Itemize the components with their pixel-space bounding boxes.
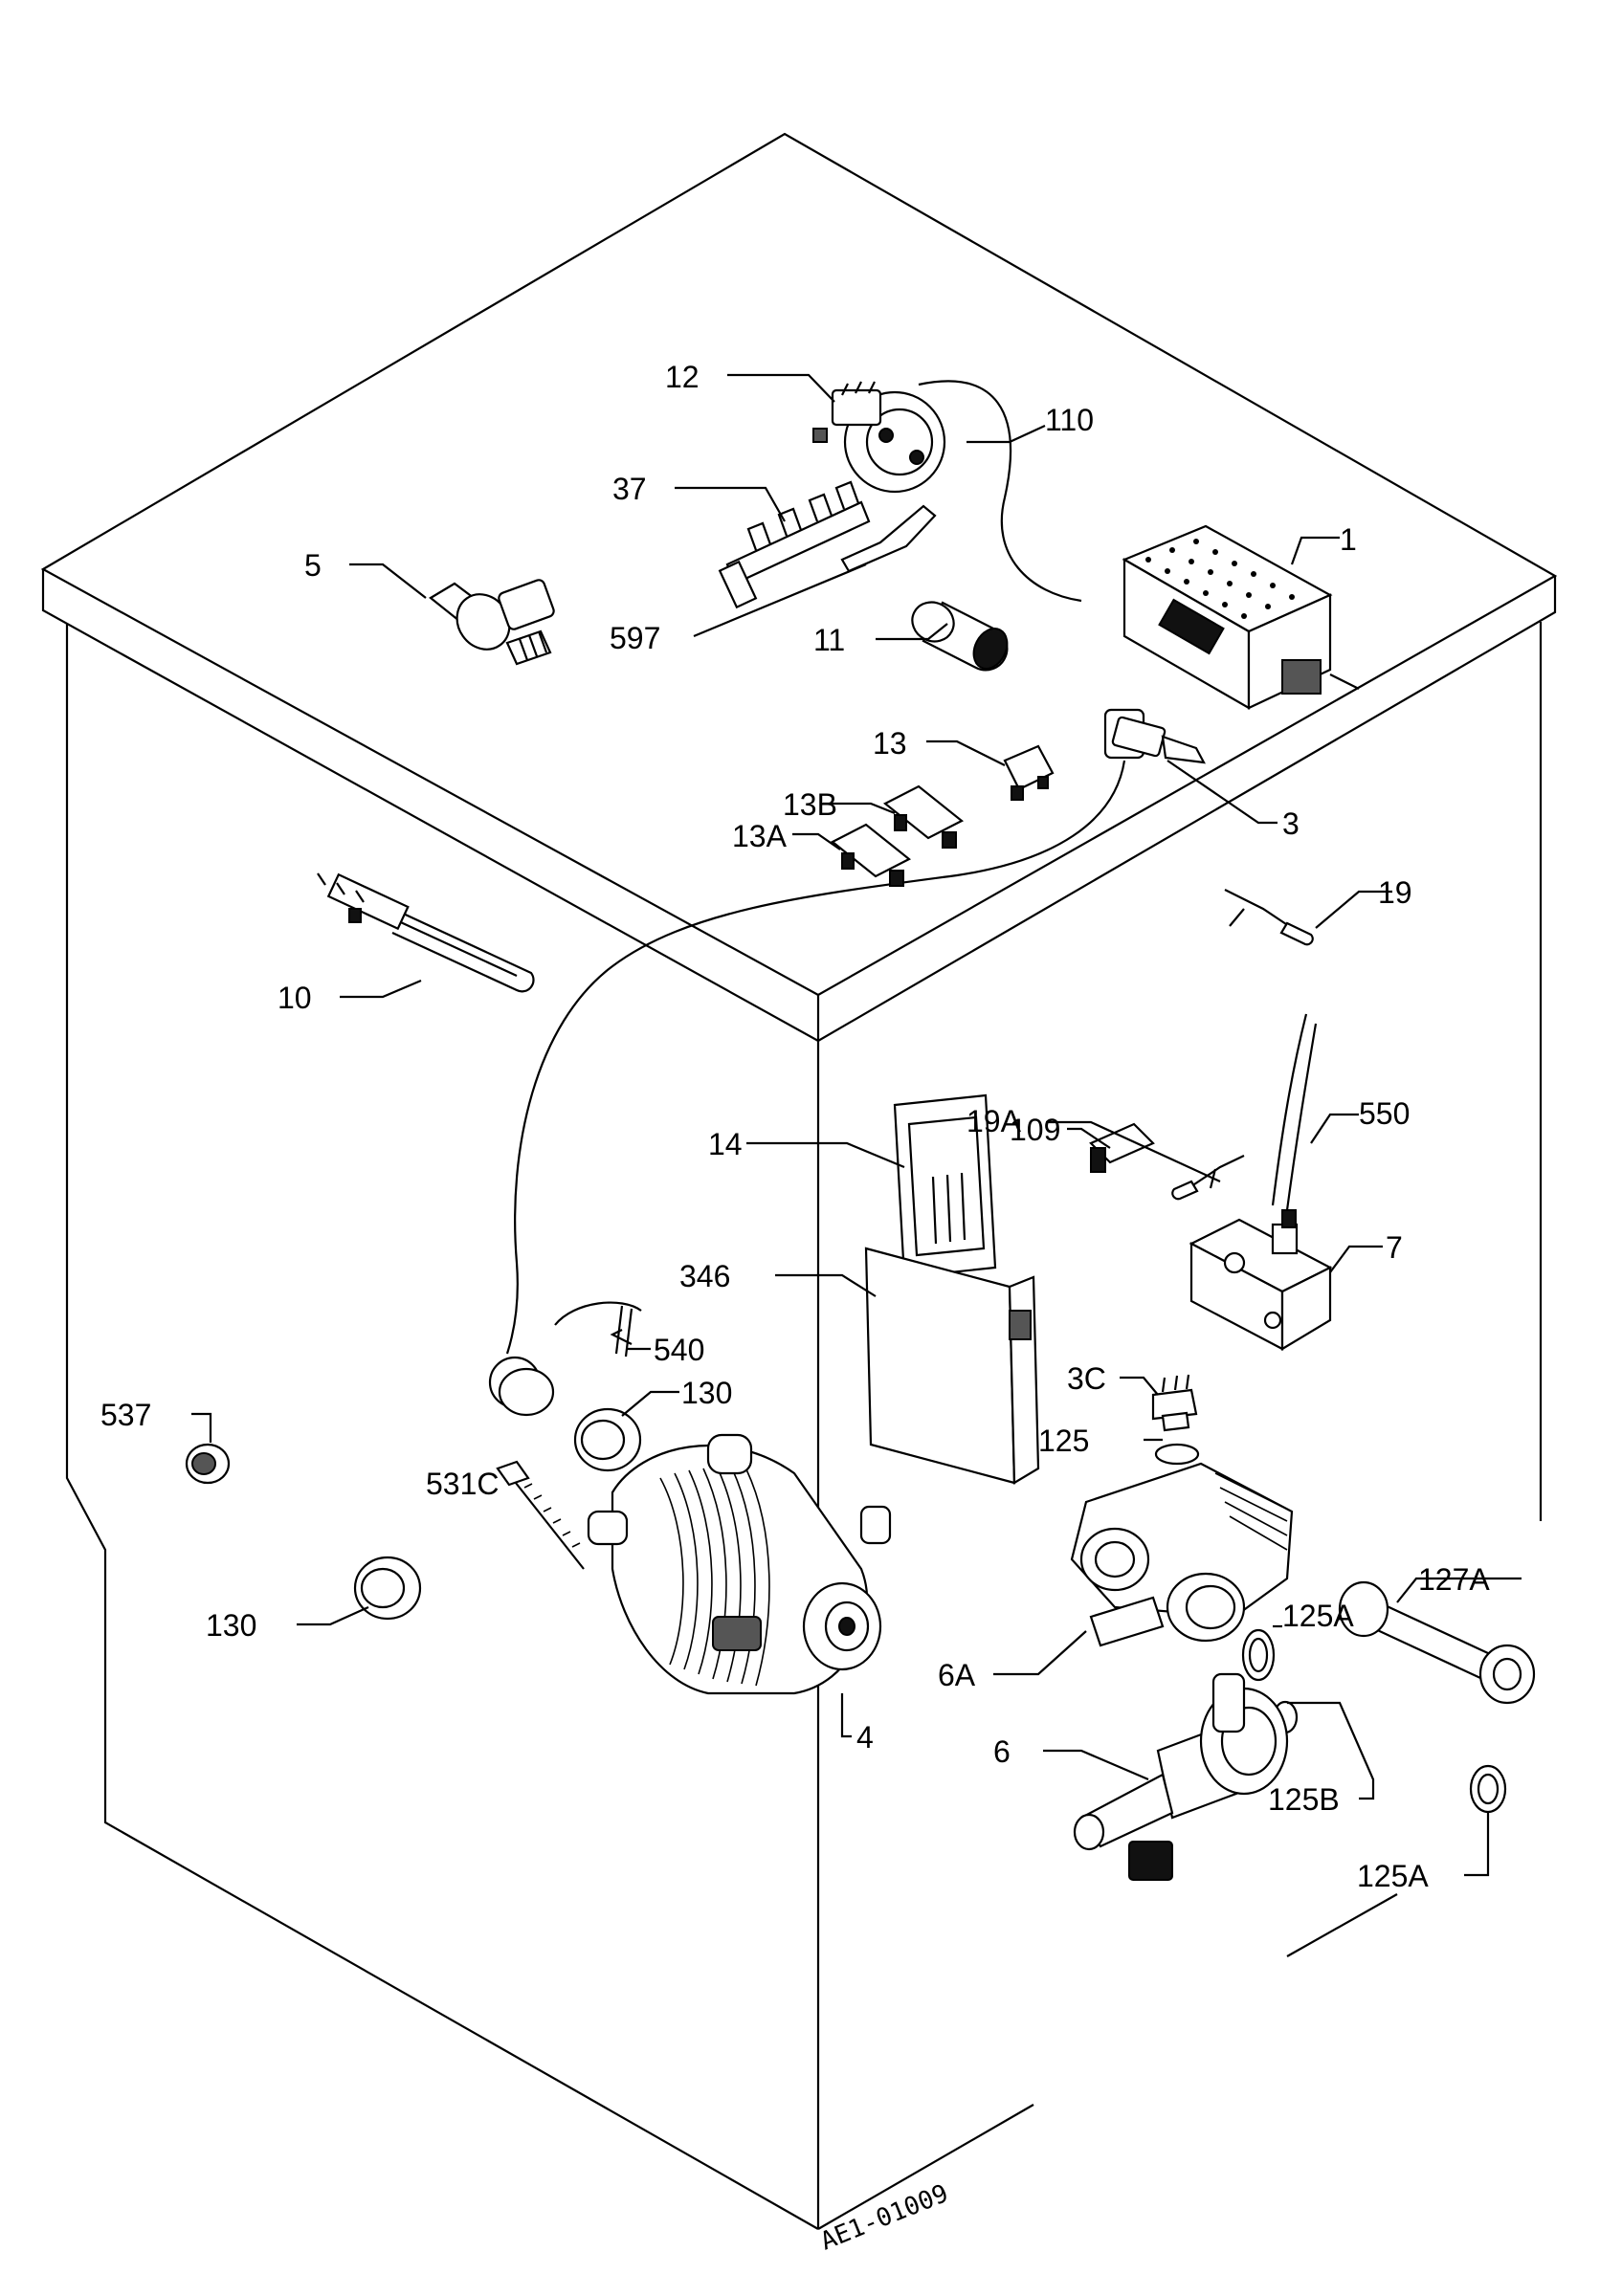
bolt-531c [496,1460,585,1570]
callout-37: 37 [612,472,647,506]
callout-597: 597 [610,621,660,655]
terminal-block-7 [1189,1209,1333,1351]
switch-13 [1003,744,1055,801]
leader-lines [191,373,1522,1877]
clip-109 [1089,1122,1155,1173]
callout-5: 5 [304,548,322,583]
filter-housing-346 [864,1247,1040,1485]
callout-1: 1 [1340,522,1357,557]
callout-531c: 531C [426,1467,500,1501]
sensor-19 [1224,889,1314,946]
heating-element-10 [317,872,535,993]
callout-109: 109 [1010,1113,1060,1147]
callout-130-bottom: 130 [206,1608,256,1643]
callout-125a-upper: 125A [1282,1599,1354,1633]
switch-13b [882,784,965,849]
callout-537: 537 [100,1398,151,1432]
pressure-hose-110 [918,380,1082,603]
motor-4 [587,1433,892,1695]
callout-13a: 13A [732,819,788,853]
callout-125a-lower: 125A [1357,1859,1429,1893]
level-sensor-3c [1151,1374,1198,1432]
grommet-130-bottom [353,1556,422,1621]
callout-3c: 3C [1067,1361,1106,1396]
callout-125: 125 [1038,1424,1089,1458]
callout-7: 7 [1386,1230,1403,1265]
programmer-1 [1122,524,1360,710]
callout-6: 6 [993,1734,1011,1769]
callout-19a: 19A [967,1104,1022,1138]
callout-19: 19 [1378,875,1412,910]
callout-550: 550 [1359,1096,1410,1131]
callout-13b: 13B [783,787,837,822]
callout-127a: 127A [1418,1562,1490,1597]
seal-125a-upper [1241,1628,1276,1682]
valve-5 [429,579,555,666]
filter-14 [893,1093,997,1279]
switch-13a [830,823,912,887]
callout-10: 10 [278,981,312,1015]
pump-housing-6a [1070,1462,1294,1647]
callout-125b: 125B [1268,1782,1340,1817]
callout-14: 14 [708,1127,743,1161]
pressure-switch-12 [812,381,946,494]
capacitor-11 [911,601,1009,672]
grommet-130-top [573,1407,642,1472]
callout-130-top: 130 [681,1376,732,1410]
seal-125 [1154,1443,1200,1466]
callout-6a: 6A [938,1658,976,1692]
callout-540: 540 [654,1333,704,1367]
connector-strip-37 [718,480,871,609]
drain-pump-6 [1073,1672,1289,1881]
callout-110: 110 [1045,403,1094,437]
callout-346: 346 [679,1259,730,1293]
wiring-550 [1271,1013,1318,1211]
cabinet-outline [40,132,1558,2230]
callout-4: 4 [856,1720,874,1755]
hose-127a [1338,1580,1536,1705]
callout-12: 12 [665,360,700,394]
door-switch-3 [488,708,1206,1417]
callout-3: 3 [1282,806,1300,841]
callout-13: 13 [873,726,907,761]
plug-537 [185,1443,231,1485]
callout-11: 11 [813,623,845,657]
seal-125a-lower [1469,1764,1507,1814]
sensor-19a [1171,1155,1245,1201]
